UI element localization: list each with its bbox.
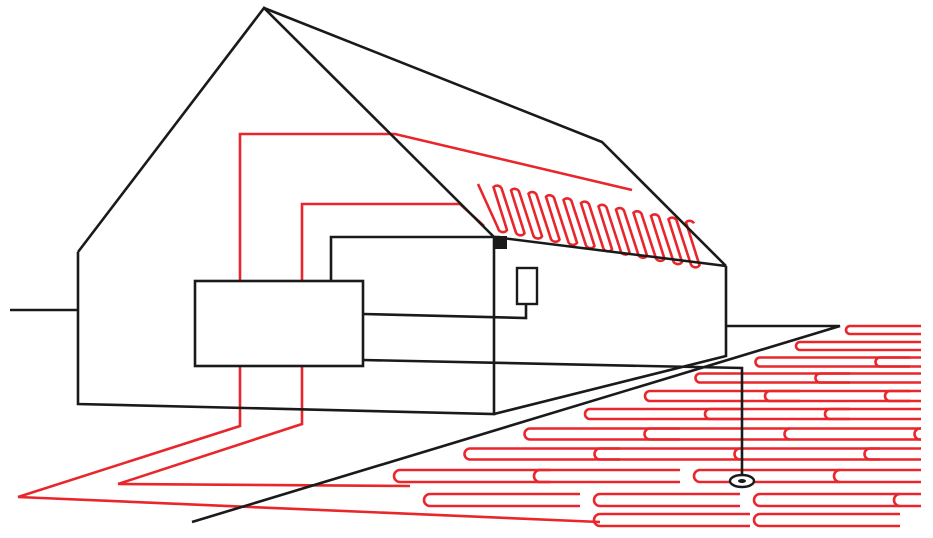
ground-loop bbox=[883, 389, 921, 403]
ground-loop bbox=[703, 407, 850, 421]
gable-wall bbox=[76, 6, 496, 416]
roof-ridge bbox=[263, 6, 727, 267]
ground-loop bbox=[832, 468, 921, 484]
ground-loop bbox=[874, 356, 921, 368]
outer-supply-pipe bbox=[17, 132, 633, 499]
ground-loop bbox=[863, 447, 921, 461]
roof-solar-collector bbox=[476, 183, 701, 269]
supply-return-pipes bbox=[17, 132, 633, 524]
ground-loop bbox=[892, 492, 921, 508]
ground-loop bbox=[593, 447, 740, 461]
wall-controller bbox=[515, 266, 539, 306]
side-wall bbox=[493, 266, 728, 416]
ground-line-right bbox=[191, 324, 841, 524]
ground-loop bbox=[523, 427, 680, 441]
ground-loop bbox=[763, 389, 910, 403]
ground-loop bbox=[583, 407, 740, 421]
ground-loop bbox=[814, 372, 921, 384]
wire-to-ground-probe bbox=[362, 358, 744, 476]
ground-loop bbox=[694, 372, 850, 384]
ground-loop bbox=[752, 492, 900, 508]
roof-coil-path bbox=[476, 183, 701, 269]
ground-collector-field bbox=[392, 324, 933, 528]
inner-return-pipe bbox=[117, 482, 411, 488]
roof-eave bbox=[493, 235, 727, 268]
ground-loop bbox=[592, 512, 750, 528]
roof-sensor bbox=[494, 236, 507, 249]
heat-pump-unit bbox=[193, 279, 365, 368]
ground-loop bbox=[463, 447, 620, 461]
ground-loop bbox=[783, 427, 921, 441]
ground-loop bbox=[692, 468, 840, 484]
ground-probe bbox=[728, 473, 756, 489]
wire-to-controller bbox=[362, 304, 528, 320]
ground-loop bbox=[926, 342, 933, 350]
ground-loop bbox=[643, 427, 790, 441]
ground-loop bbox=[752, 512, 900, 528]
house-outline bbox=[10, 6, 841, 524]
control-wiring bbox=[329, 235, 744, 476]
ground-loop bbox=[643, 389, 800, 403]
ground-loop bbox=[913, 427, 921, 441]
ground-loop bbox=[532, 468, 680, 484]
ground-loop bbox=[422, 492, 580, 508]
ground-loop bbox=[392, 468, 550, 484]
ground-loop bbox=[592, 492, 740, 508]
ground-loop bbox=[754, 356, 910, 368]
ground-loop bbox=[823, 407, 921, 421]
return-pipe bbox=[17, 495, 601, 524]
ground-loop bbox=[733, 447, 880, 461]
ground-loop bbox=[794, 340, 921, 352]
ground-loop bbox=[844, 324, 921, 336]
wire-to-roof-sensor bbox=[329, 235, 500, 281]
